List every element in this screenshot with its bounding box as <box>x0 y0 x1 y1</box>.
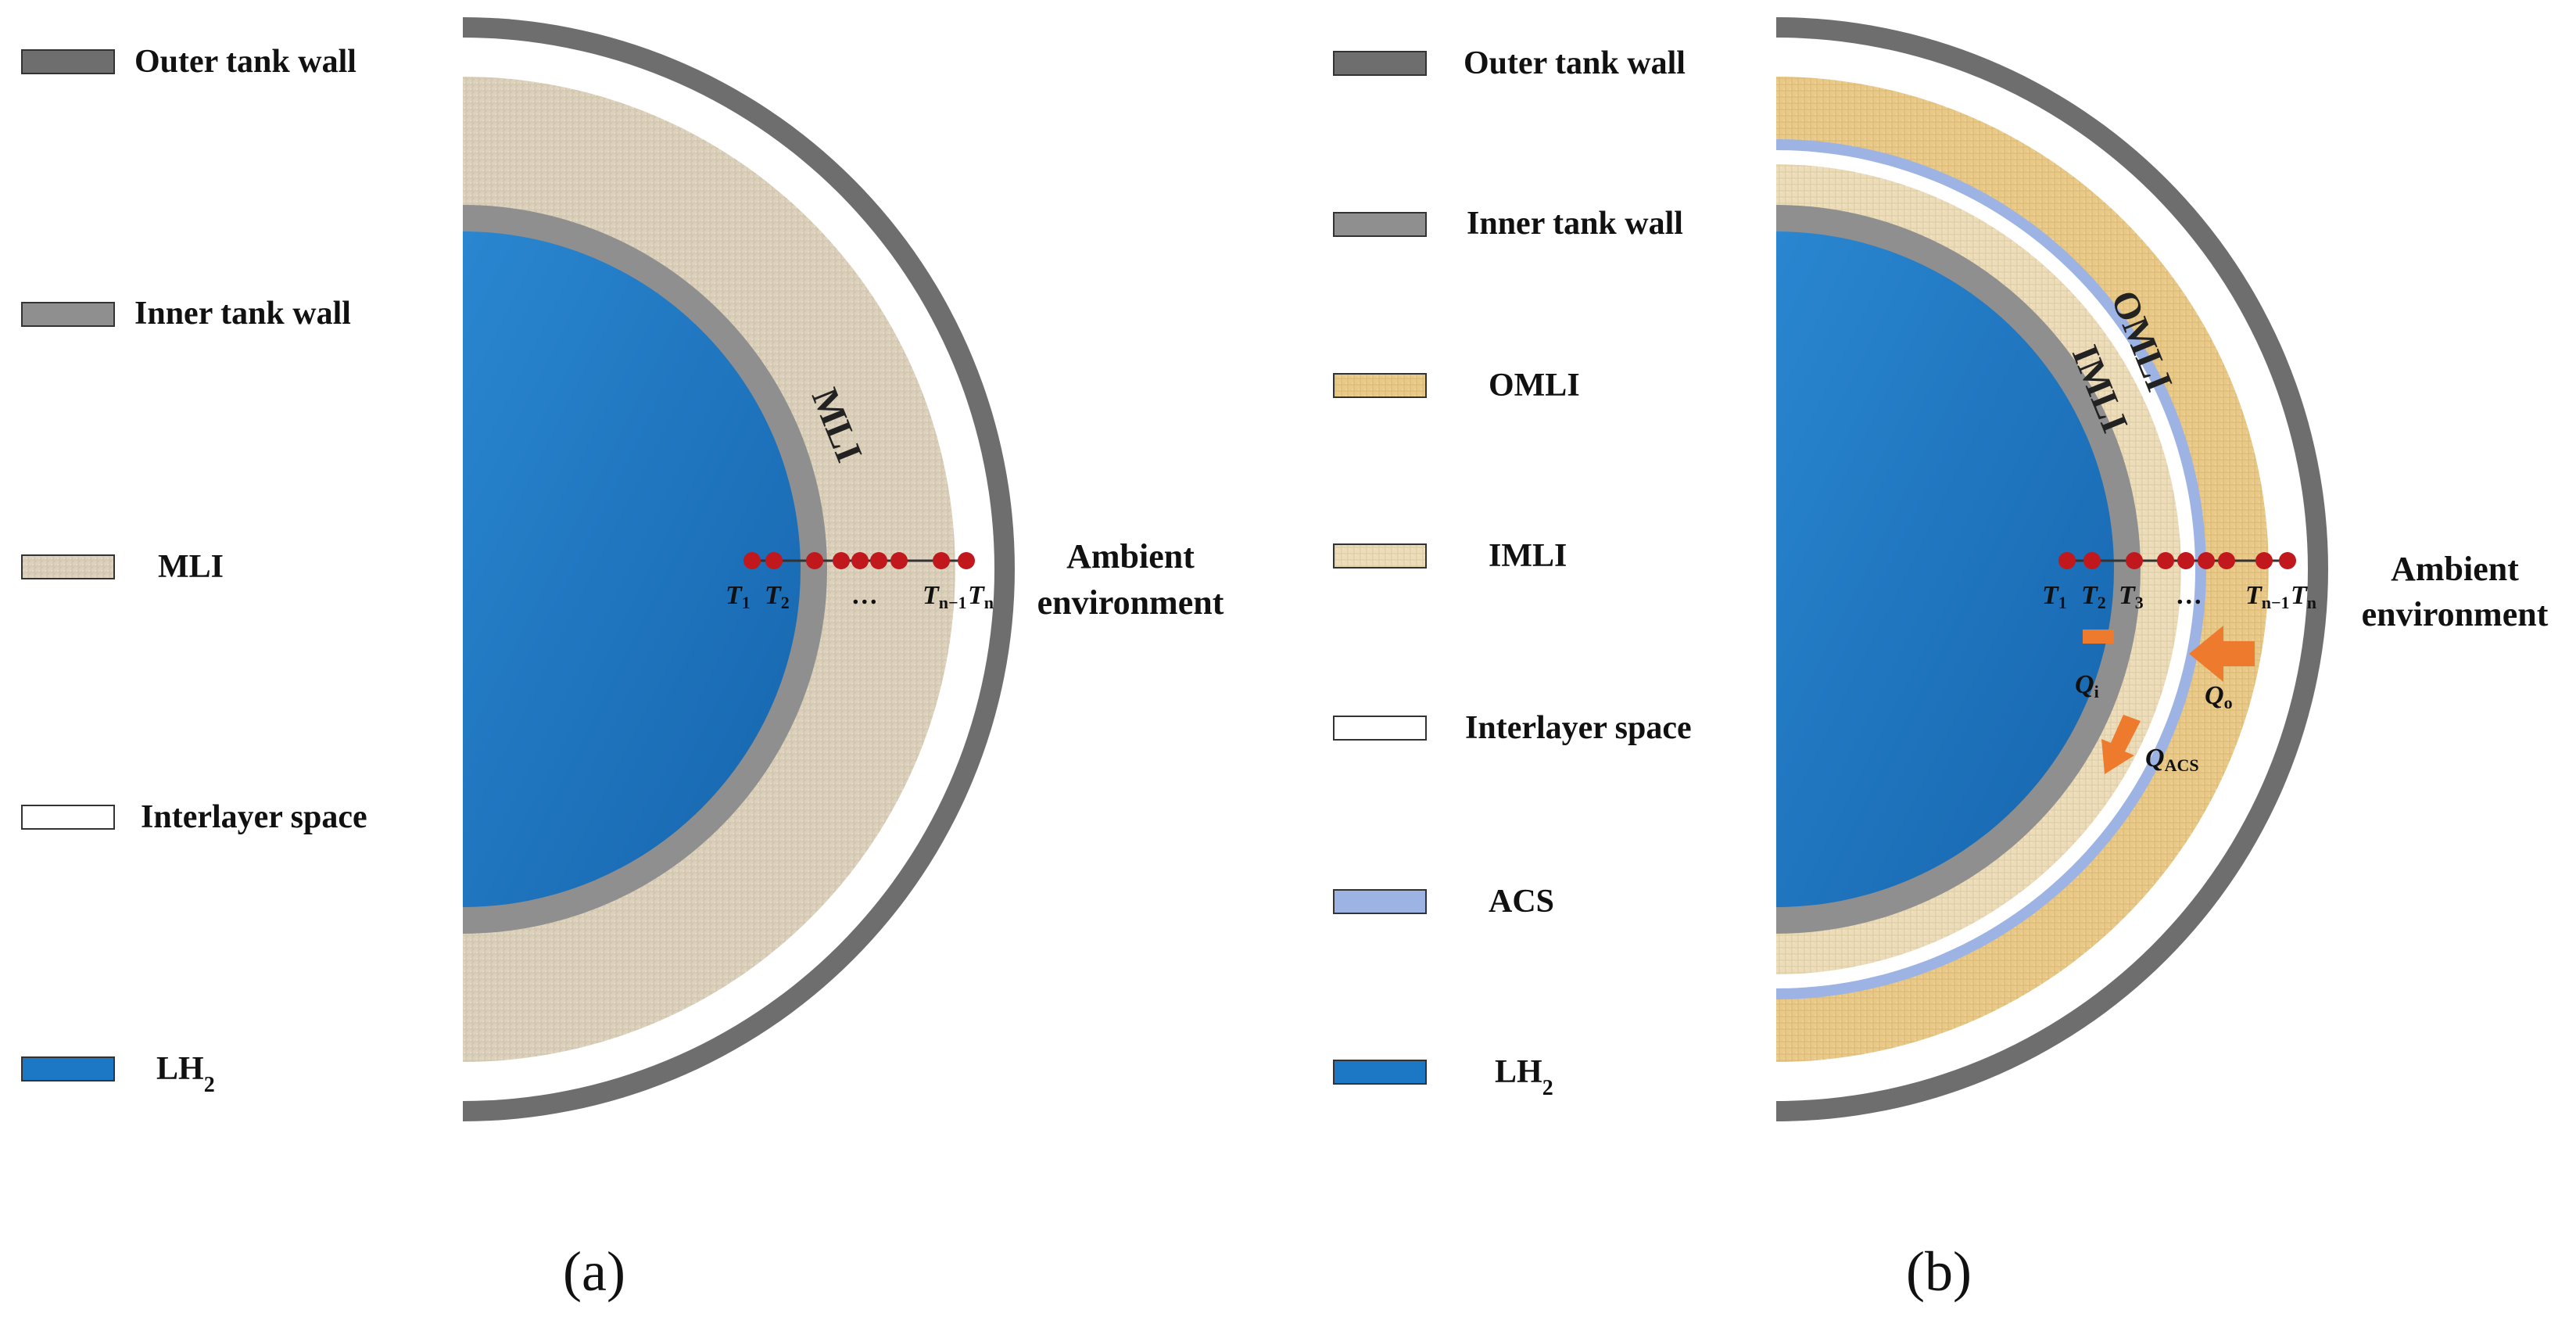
legend-item-acs: ACS <box>1333 884 1554 920</box>
node-tn <box>2279 552 2296 569</box>
panel-label-a: (a) <box>563 1240 625 1303</box>
label-tn-1: Tn−1 <box>2245 581 2290 612</box>
node <box>2198 552 2215 569</box>
node <box>2177 552 2194 569</box>
panel-a: Outer tank wall Inner tank wall MLI Inte… <box>21 17 1224 1303</box>
qacs-arrow <box>2101 715 2141 774</box>
legend-item-lh2: LH2 <box>1333 1054 1553 1100</box>
ambient-label-b: Ambient environment <box>2362 550 2549 633</box>
lh2-swatch <box>21 1056 115 1081</box>
legend-item-imli: IMLI <box>1333 538 1567 574</box>
temperature-nodes-a: T1 T2 … Tn−1 Tn <box>726 552 994 612</box>
legend-label: Outer tank wall <box>134 44 356 80</box>
mli-swatch <box>21 554 115 579</box>
legend-label: MLI <box>158 549 224 585</box>
legend-item-outer-wall: Outer tank wall <box>21 44 356 80</box>
inner-wall-swatch <box>1333 212 1427 237</box>
label-qacs: QACS <box>2145 744 2199 775</box>
node-tn <box>958 552 975 569</box>
legend-b: Outer tank wall Inner tank wall OMLI IML… <box>1333 45 1692 1100</box>
node-t1 <box>743 552 761 569</box>
ambient-line-1: Ambient <box>1066 537 1195 576</box>
node <box>851 552 869 569</box>
label-tn-1: Tn−1 <box>923 581 967 612</box>
label-ellipsis: … <box>2177 581 2203 610</box>
legend-a: Outer tank wall Inner tank wall MLI Inte… <box>21 44 367 1097</box>
node-t1 <box>2058 552 2076 569</box>
label-t1: T1 <box>726 581 751 612</box>
node-tn-1 <box>933 552 950 569</box>
heat-flows-b: Qi Qo QACS <box>2075 626 2255 775</box>
legend-label: OMLI <box>1489 368 1580 404</box>
legend-label: LH2 <box>156 1051 215 1097</box>
lh2-fluid <box>463 231 801 907</box>
legend-item-omli: OMLI <box>1333 368 1580 404</box>
legend-item-inner-wall: Inner tank wall <box>21 296 351 332</box>
panel-b: Outer tank wall Inner tank wall OMLI IML… <box>1333 17 2549 1303</box>
label-t2: T2 <box>2081 581 2106 612</box>
legend-label: Inner tank wall <box>134 296 351 332</box>
lh2-swatch <box>1333 1060 1427 1085</box>
label-tn: Tn <box>2291 581 2316 612</box>
outer-wall-swatch <box>1333 51 1427 76</box>
legend-label: Interlayer space <box>1465 710 1692 746</box>
ambient-label-a: Ambient environment <box>1037 537 1224 622</box>
node-tn-1 <box>2255 552 2273 569</box>
node-t2 <box>765 552 783 569</box>
node <box>2218 552 2235 569</box>
label-t2: T2 <box>765 581 790 612</box>
legend-label: Outer tank wall <box>1464 45 1686 81</box>
legend-item-inner-wall: Inner tank wall <box>1333 206 1683 242</box>
qi-arrow <box>2083 630 2114 644</box>
outer-wall-swatch <box>21 49 115 74</box>
legend-label: LH2 <box>1495 1054 1553 1100</box>
label-tn: Tn <box>968 581 994 612</box>
node-t3 <box>2126 552 2143 569</box>
inner-wall-swatch <box>21 302 115 327</box>
legend-item-outer-wall: Outer tank wall <box>1333 45 1686 81</box>
legend-item-mli: MLI <box>21 549 224 585</box>
legend-label: ACS <box>1489 884 1554 920</box>
node <box>806 552 823 569</box>
node <box>870 552 887 569</box>
label-t1: T1 <box>2042 581 2067 612</box>
legend-label: Inner tank wall <box>1467 206 1683 242</box>
tank-section-b: OMLI IMLI <box>1776 17 2328 1121</box>
legend-item-lh2: LH2 <box>21 1051 215 1097</box>
legend-item-interlayer: Interlayer space <box>1333 710 1692 746</box>
ambient-line-2: environment <box>2362 595 2549 633</box>
interlayer-swatch <box>21 805 115 830</box>
legend-label: IMLI <box>1489 538 1567 574</box>
label-qi: Qi <box>2075 670 2099 701</box>
acs-swatch <box>1333 889 1427 914</box>
legend-label: Interlayer space <box>141 799 367 835</box>
imli-swatch <box>1333 543 1427 569</box>
label-t3: T3 <box>2119 581 2144 612</box>
qo-arrow <box>2189 626 2255 682</box>
node <box>833 552 850 569</box>
node <box>890 552 908 569</box>
interlayer-swatch <box>1333 716 1427 741</box>
temperature-nodes-b: T1 T2 T3 … Tn−1 Tn <box>2042 552 2316 612</box>
panel-label-b: (b) <box>1906 1240 1972 1303</box>
label-qo: Qo <box>2205 681 2233 712</box>
legend-item-interlayer: Interlayer space <box>21 799 367 835</box>
ambient-line-1: Ambient <box>2391 550 2519 588</box>
tank-section-a: MLI <box>463 17 1015 1121</box>
node-t2 <box>2083 552 2101 569</box>
lh2-fluid <box>1776 231 2114 907</box>
label-ellipsis: … <box>852 581 879 610</box>
omli-swatch <box>1333 373 1427 398</box>
node <box>2157 552 2174 569</box>
ambient-line-2: environment <box>1037 583 1224 622</box>
